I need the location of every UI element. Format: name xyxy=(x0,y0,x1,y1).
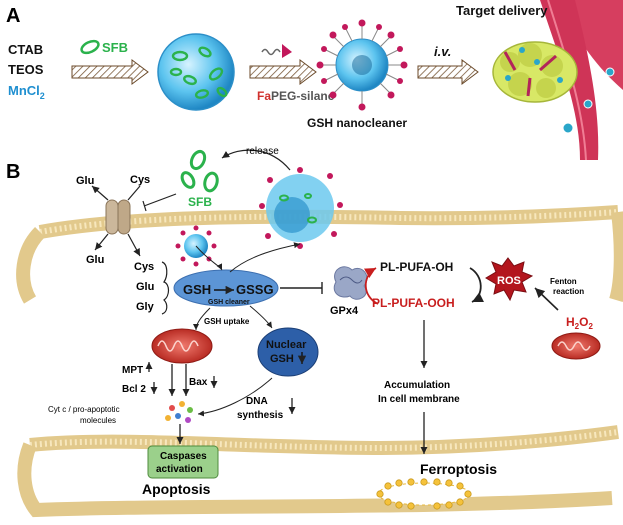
gpx4-protein-icon xyxy=(333,266,368,300)
cytc-molecules-icon xyxy=(165,401,193,423)
reagent-mncl: MnCl2 xyxy=(8,83,45,101)
release-arrow xyxy=(221,149,291,171)
aa-cys: Cys xyxy=(134,261,154,273)
xc-transporter-icon xyxy=(105,199,131,235)
cys-out-label: Cys xyxy=(130,174,150,186)
aa-brace xyxy=(161,261,170,315)
ferroptosis-label: Ferroptosis xyxy=(420,461,497,477)
cytc-label-1: Cyt c / pro-apoptotic xyxy=(48,405,120,414)
sfb-molecule-icon xyxy=(80,39,100,55)
accumulation-label-2: In cell membrane xyxy=(378,394,460,405)
mitochondrion-right-icon xyxy=(551,332,601,360)
iv-label: i.v. xyxy=(434,44,451,59)
pl-pufa-oh-label: PL-PUFA-OH xyxy=(380,260,453,274)
synthesis-arrow-1 xyxy=(71,59,149,85)
degrading-nanoparticle xyxy=(259,167,343,249)
transporter-arrows xyxy=(91,185,177,257)
dna-label-2: synthesis xyxy=(237,410,284,421)
reagent-teos: TEOS xyxy=(8,62,44,77)
sfb-label-b: SFB xyxy=(188,195,212,209)
caspases-box xyxy=(147,445,219,479)
mpt-label: MPT xyxy=(122,365,143,376)
nuclear-label-1: Nuclear xyxy=(266,339,307,351)
pl-pufa-ooh-label: PL-PUFA-OOH xyxy=(372,296,455,310)
caspases-label-2: activation xyxy=(156,464,203,475)
tumor-vessel-illustration xyxy=(492,0,623,161)
aa-gly: Gly xyxy=(136,301,155,313)
cleaner-entry-arrow xyxy=(195,245,223,271)
sfb-label-a: SFB xyxy=(102,40,128,55)
fenton-label-1: Fenton xyxy=(550,277,577,286)
dna-label-1: DNA xyxy=(246,396,268,407)
fenton-label-2: reaction xyxy=(553,287,584,296)
synthesis-arrow-2 xyxy=(249,59,317,85)
bax-label: Bax xyxy=(189,377,208,388)
ruptured-membrane-icon xyxy=(376,478,472,510)
glu-out-label: Glu xyxy=(76,175,94,187)
release-label: release xyxy=(246,146,279,157)
cell-membrane-top xyxy=(16,205,623,304)
panel-a-label: A xyxy=(6,5,20,27)
reagent-list: CTAB TEOS MnCl2 xyxy=(8,42,45,101)
h2o2-label: H2O2 xyxy=(566,315,593,331)
cytc-label-2: molecules xyxy=(80,416,116,425)
gsh-nanocleaner-label: GSH nanocleaner xyxy=(307,116,407,130)
gsh-uptake-label: GSH uptake xyxy=(204,317,250,326)
cell-membrane-bottom xyxy=(17,425,619,518)
glu-in-label: Glu xyxy=(86,254,104,266)
gsh-uptake-arrow xyxy=(193,307,211,331)
mesoporous-silica-particle xyxy=(157,33,235,111)
gsh-nanocleaner-particle xyxy=(316,19,408,111)
nucleus-ellipse xyxy=(257,327,319,377)
apoptosis-label: Apoptosis xyxy=(142,481,211,497)
caspases-label-1: Caspases xyxy=(160,451,207,462)
ooh-to-oh-arrow xyxy=(363,267,379,305)
accumulation-label-1: Accumulation xyxy=(384,380,450,391)
gsh-label: GSH xyxy=(183,282,211,297)
gpx4-inhibition xyxy=(280,282,323,294)
cleaner-to-membrane-arrow xyxy=(229,242,301,273)
mitochondrion-left-icon xyxy=(151,328,213,364)
target-delivery-label: Target delivery xyxy=(456,3,548,18)
iv-arrow xyxy=(417,59,479,85)
gpx4-label: GPx4 xyxy=(330,305,359,317)
ros-burst-icon xyxy=(485,257,534,302)
ros-label: ROS xyxy=(497,275,521,287)
fapeg-silane-label: FaPEG-silane xyxy=(257,89,335,103)
peg-silane-squiggle-icon xyxy=(261,44,292,58)
sfb-cluster-icon xyxy=(180,149,219,193)
gsh-cleaner-label: GSH cleaner xyxy=(208,299,250,306)
gsh-to-nuclear-arrow xyxy=(249,305,273,329)
panel-b-label: B xyxy=(6,161,20,183)
gssg-label: GSSG xyxy=(236,282,274,297)
nuclear-to-cytc-arrow xyxy=(197,377,273,417)
aa-glu: Glu xyxy=(136,281,154,293)
oh-to-ooh-arrow xyxy=(469,267,485,303)
fenton-arrow xyxy=(534,287,559,311)
reagent-ctab: CTAB xyxy=(8,42,43,57)
bcl2-label: Bcl 2 xyxy=(122,384,146,395)
nuclear-label-2: GSH xyxy=(270,353,294,365)
